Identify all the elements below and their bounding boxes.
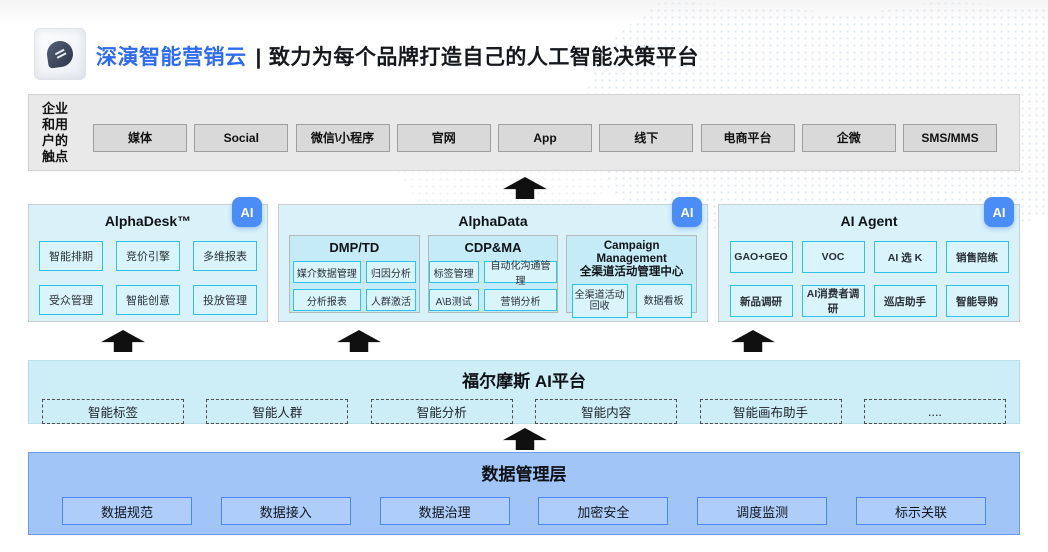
- campaign-item: 数据看板: [635, 284, 692, 318]
- panel-alphadesk: AI AlphaDesk™ 智能排期 竞价引擎 多维报表 受众管理 智能创意 投…: [28, 197, 268, 322]
- alphadesk-item: 智能排期: [39, 241, 103, 271]
- touchpoint-social: Social: [194, 123, 289, 152]
- alphadesk-item: 多维报表: [193, 241, 257, 271]
- logo-drop-icon: [45, 39, 75, 69]
- cdp-item: 自动化沟通管理: [483, 261, 558, 287]
- panel-alphadata-title: AlphaData: [458, 213, 528, 229]
- panel-ai-agent: AI AI Agent GAO+GEO VOC AI 选 K 销售陪练 新品调研…: [718, 197, 1020, 322]
- touchpoint-sms-mms: SMS/MMS: [903, 123, 997, 152]
- group-campaign-management: Campaign Management 全渠道活动管理中心 全渠道活动回收 数据…: [566, 235, 698, 318]
- platform-item-smart-tags: 智能标签: [42, 399, 184, 424]
- campaign-item: 全渠道活动回收: [571, 284, 628, 318]
- agent-item: VOC: [801, 241, 865, 273]
- data-item-encryption-security: 加密安全: [538, 497, 669, 525]
- data-management-layer-title: 数据管理层: [481, 465, 567, 484]
- agent-item: 智能导购: [945, 285, 1009, 317]
- data-item-governance: 数据治理: [379, 497, 510, 525]
- tagline: 致力为每个品牌打造自己的人工智能决策平台: [268, 46, 699, 69]
- holmes-ai-platform: 福尔摩斯 AI平台 智能标签 智能人群 智能分析 智能内容 智能画布助手 ...…: [28, 360, 1020, 424]
- data-management-items: 数据规范 数据接入 数据治理 加密安全 调度监测 标示关联: [29, 497, 1019, 525]
- touchpoint-wecom: 企微: [801, 123, 896, 152]
- touchpoints-bar: 企业 和用 户的 触点 媒体 Social 微信\小程序 官网 App 线下 电…: [28, 94, 1020, 171]
- ai-badge: AI: [672, 197, 702, 227]
- group-dmp-td: DMP/TD 媒介数据管理 归因分析 分析报表 人群激活: [289, 235, 420, 313]
- touchpoints-label-line: 户的: [42, 132, 69, 148]
- alphadesk-item: 投放管理: [193, 285, 257, 315]
- touchpoints-label: 企业 和用 户的 触点: [29, 101, 87, 165]
- panel-alphadesk-title: AlphaDesk™: [104, 213, 192, 229]
- title-separator: |: [255, 46, 262, 69]
- cdp-item: A\B测试: [428, 289, 479, 311]
- touchpoint-website: 官网: [396, 123, 491, 152]
- platform-item-smart-content: 智能内容: [535, 399, 678, 424]
- dmp-item: 归因分析: [365, 261, 416, 283]
- touchpoint-ecommerce: 电商平台: [700, 123, 795, 152]
- ai-badge: AI: [984, 197, 1014, 227]
- touchpoints-label-line: 和用: [42, 116, 69, 132]
- data-item-id-association: 标示关联: [855, 497, 986, 525]
- alphadesk-item: 智能创意: [116, 285, 180, 315]
- panel-alphadata: AI AlphaData DMP/TD 媒介数据管理 归因分析 分析报表 人群激…: [278, 197, 708, 322]
- platform-item-smart-audience: 智能人群: [206, 399, 349, 424]
- panel-ai-agent-title: AI Agent: [840, 213, 898, 229]
- logo-cube-icon: [34, 28, 86, 80]
- agent-item: GAO+GEO: [729, 241, 793, 273]
- brand-name: 深演智能营销云: [96, 46, 247, 69]
- dmp-item: 人群激活: [365, 289, 416, 311]
- group-dmp-td-title: DMP/TD: [329, 240, 380, 255]
- holmes-ai-platform-title: 福尔摩斯 AI平台: [462, 372, 586, 391]
- agent-item: 巡店助手: [873, 285, 937, 317]
- agent-item: 新品调研: [729, 285, 793, 317]
- group-cdp-ma-items: 标签管理 自动化沟通管理 A\B测试 营销分析: [428, 261, 558, 311]
- platform-item-smart-analysis: 智能分析: [370, 399, 513, 424]
- touchpoint-media: 媒体: [93, 123, 187, 152]
- platform-item-smart-canvas-assistant: 智能画布助手: [699, 399, 842, 424]
- up-arrow-icon: [101, 330, 145, 352]
- touchpoints-label-line: 触点: [42, 148, 69, 164]
- alphadesk-item: 竞价引擎: [116, 241, 180, 271]
- data-item-ingestion: 数据接入: [220, 497, 351, 525]
- data-management-layer: 数据管理层 数据规范 数据接入 数据治理 加密安全 调度监测 标示关联: [28, 452, 1020, 535]
- group-campaign-title-en: Campaign Management: [596, 240, 667, 265]
- up-arrow-icon: [503, 428, 547, 450]
- dmp-item: 分析报表: [292, 289, 361, 311]
- touchpoints-label-line: 企业: [42, 100, 69, 116]
- holmes-ai-platform-items: 智能标签 智能人群 智能分析 智能内容 智能画布助手 ....: [29, 399, 1019, 424]
- alphadesk-items: 智能排期 竞价引擎 多维报表 受众管理 智能创意 投放管理: [29, 241, 267, 315]
- alphadata-groups: DMP/TD 媒介数据管理 归因分析 分析报表 人群激活 CDP&MA 标签管理…: [279, 235, 707, 318]
- group-dmp-td-items: 媒介数据管理 归因分析 分析报表 人群激活: [290, 261, 419, 311]
- touchpoint-offline: 线下: [599, 123, 694, 152]
- agent-item: AI 选 K: [873, 241, 937, 273]
- agent-item: AI消费者调研: [801, 285, 865, 317]
- touchpoint-app: App: [498, 123, 592, 152]
- cdp-item: 标签管理: [428, 261, 479, 283]
- ai-badge: AI: [232, 197, 262, 227]
- alphadesk-item: 受众管理: [39, 285, 103, 315]
- group-campaign-title-zh: 全渠道活动管理中心: [579, 266, 684, 278]
- ai-agent-items: GAO+GEO VOC AI 选 K 销售陪练 新品调研 AI消费者调研 巡店助…: [719, 241, 1019, 317]
- dmp-item: 媒介数据管理: [292, 261, 361, 283]
- up-arrow-icon: [337, 330, 381, 352]
- group-campaign-title: Campaign Management 全渠道活动管理中心: [567, 240, 696, 279]
- touchpoint-wechat-miniprogram: 微信\小程序: [295, 123, 390, 152]
- brand-logo: [34, 28, 88, 82]
- page-title: 深演智能营销云 | 致力为每个品牌打造自己的人工智能决策平台: [96, 41, 699, 71]
- agent-item: 销售陪练: [945, 241, 1009, 273]
- cdp-item: 营销分析: [483, 289, 558, 311]
- group-campaign-items: 全渠道活动回收 数据看板: [567, 284, 696, 318]
- data-item-scheduling-monitoring: 调度监测: [697, 497, 828, 525]
- touchpoints-row: 媒体 Social 微信\小程序 官网 App 线下 电商平台 企微 SMS/M…: [87, 123, 1019, 152]
- data-item-standards: 数据规范: [62, 497, 192, 525]
- group-cdp-ma: CDP&MA 标签管理 自动化沟通管理 A\B测试 营销分析: [427, 235, 559, 313]
- group-cdp-ma-title: CDP&MA: [464, 240, 522, 255]
- platform-item-more: ....: [863, 399, 1006, 424]
- up-arrow-icon: [731, 330, 775, 352]
